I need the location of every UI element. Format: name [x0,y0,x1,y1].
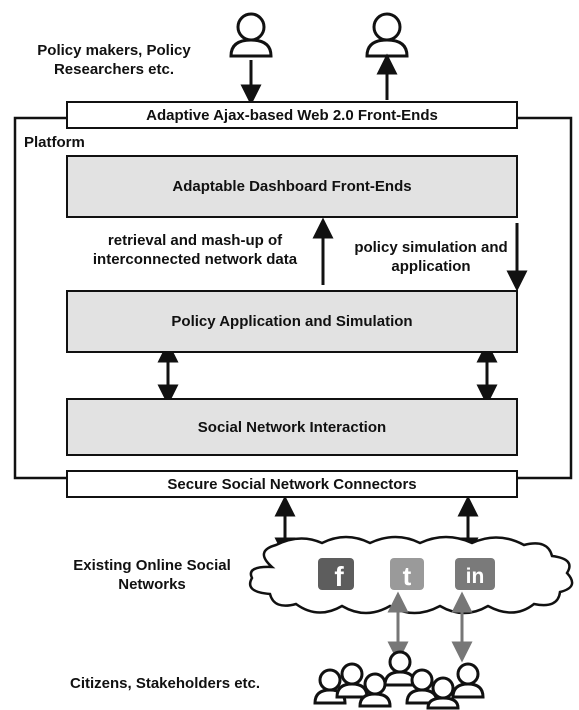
social-network-interaction-box: Social Network Interaction [66,398,518,456]
policy-application-box-label: Policy Application and Simulation [171,313,413,330]
facebook-logo-icon: f [318,558,354,592]
frontends-bar: Adaptive Ajax-based Web 2.0 Front-Ends [66,101,518,129]
policy-researcher-person-icon [365,12,409,58]
linkedin-logo-glyph: in [466,565,485,588]
retrieval-label: retrieval and mash-up of interconnected … [92,232,298,268]
twitter-logo-icon: t [390,558,424,591]
facebook-logo-glyph: f [334,561,344,592]
citizens-label: Citizens, Stakeholders etc. [70,675,261,692]
simulation-label: policy simulation and application [354,239,508,275]
citizens-crowd-icon [313,650,485,710]
policy-application-box: Policy Application and Simulation [66,290,518,353]
connectors-bar-label: Secure Social Network Connectors [167,475,417,493]
policy-maker-person-icon [229,12,273,58]
online-social-networks-label: Existing Online Social Networks [73,557,231,593]
frontends-bar-label: Adaptive Ajax-based Web 2.0 Front-Ends [146,106,438,124]
connectors-bar: Secure Social Network Connectors [66,470,518,498]
dashboard-box-label: Adaptable Dashboard Front-Ends [172,178,412,195]
policy-makers-label: Policy makers, Policy Researchers etc. [37,42,191,78]
linkedin-logo-icon: in [455,558,495,590]
platform-label: Platform [24,134,85,151]
twitter-logo-glyph: t [403,561,412,591]
dashboard-box: Adaptable Dashboard Front-Ends [66,155,518,218]
social-network-interaction-box-label: Social Network Interaction [197,418,387,436]
